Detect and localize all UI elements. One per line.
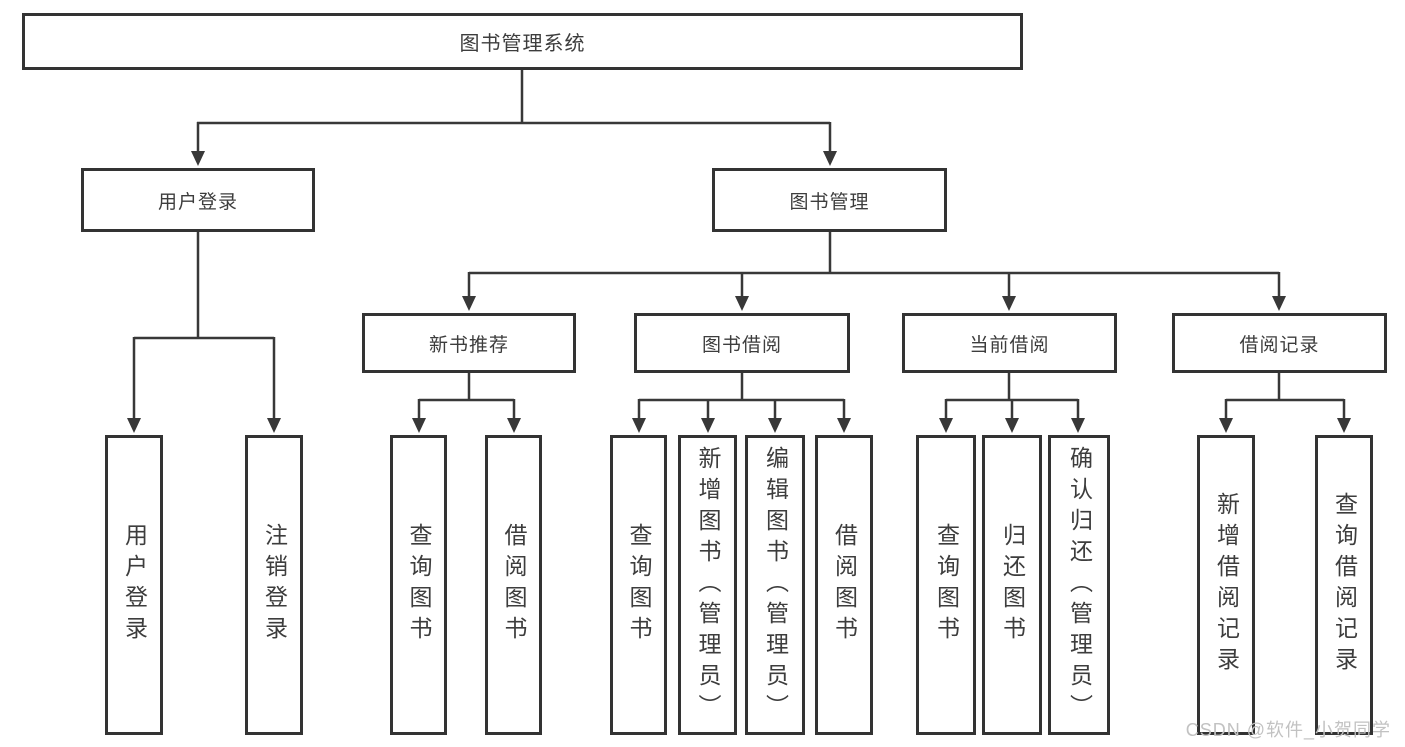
leaf-label: 查询借阅记录 [1331,492,1358,678]
leaf-query-books-recommend: 查询图书 [390,435,447,735]
leaf-query-books-borrow: 查询图书 [610,435,667,735]
node-book-borrow: 图书借阅 [634,313,850,373]
leaf-label: 用户登录 [121,523,148,647]
leaf-label: 编辑图书（管理员） [762,445,789,725]
leaf-label: 借阅图书 [501,523,527,647]
node-current-borrow: 当前借阅 [902,313,1117,373]
leaf-edit-book-admin: 编辑图书（管理员） [745,435,805,735]
node-user-login-branch: 用户登录 [81,168,315,232]
leaf-borrow-books-recommend: 借阅图书 [485,435,542,735]
node-library-management-system: 图书管理系统 [22,13,1023,70]
leaf-return-books: 归还图书 [982,435,1042,735]
leaf-label: 注销登录 [261,523,288,647]
node-book-management-branch: 图书管理 [712,168,947,232]
csdn-watermark: CSDN @软件_小贺同学 [1185,720,1391,740]
node-label: 图书管理系统 [459,33,586,55]
node-label: 图书借阅 [701,334,782,356]
node-new-book-recommend: 新书推荐 [362,313,576,373]
leaf-add-book-admin: 新增图书（管理员） [678,435,737,735]
leaf-label: 归还图书 [999,523,1026,647]
leaf-label: 确认归还（管理员） [1066,445,1093,725]
leaf-query-borrow-record: 查询借阅记录 [1315,435,1373,735]
node-borrow-records: 借阅记录 [1172,313,1387,373]
leaf-label: 新增借阅记录 [1213,492,1240,678]
leaf-confirm-return-admin: 确认归还（管理员） [1048,435,1110,735]
leaf-label: 借阅图书 [831,523,858,647]
leaf-logout: 注销登录 [245,435,303,735]
leaf-label: 新增图书（管理员） [695,445,721,725]
node-label: 图书管理 [789,191,870,213]
leaf-add-borrow-record: 新增借阅记录 [1197,435,1255,735]
leaf-query-books-current: 查询图书 [916,435,976,735]
leaf-label: 查询图书 [933,523,960,647]
leaf-label: 查询图书 [406,523,432,647]
leaf-user-login: 用户登录 [105,435,163,735]
leaf-borrow-books: 借阅图书 [815,435,873,735]
leaf-label: 查询图书 [626,523,652,647]
node-label: 新书推荐 [428,334,509,356]
node-label: 当前借阅 [969,334,1050,356]
node-label: 借阅记录 [1239,334,1320,356]
node-label: 用户登录 [157,191,238,213]
arrowheads [127,151,1351,433]
